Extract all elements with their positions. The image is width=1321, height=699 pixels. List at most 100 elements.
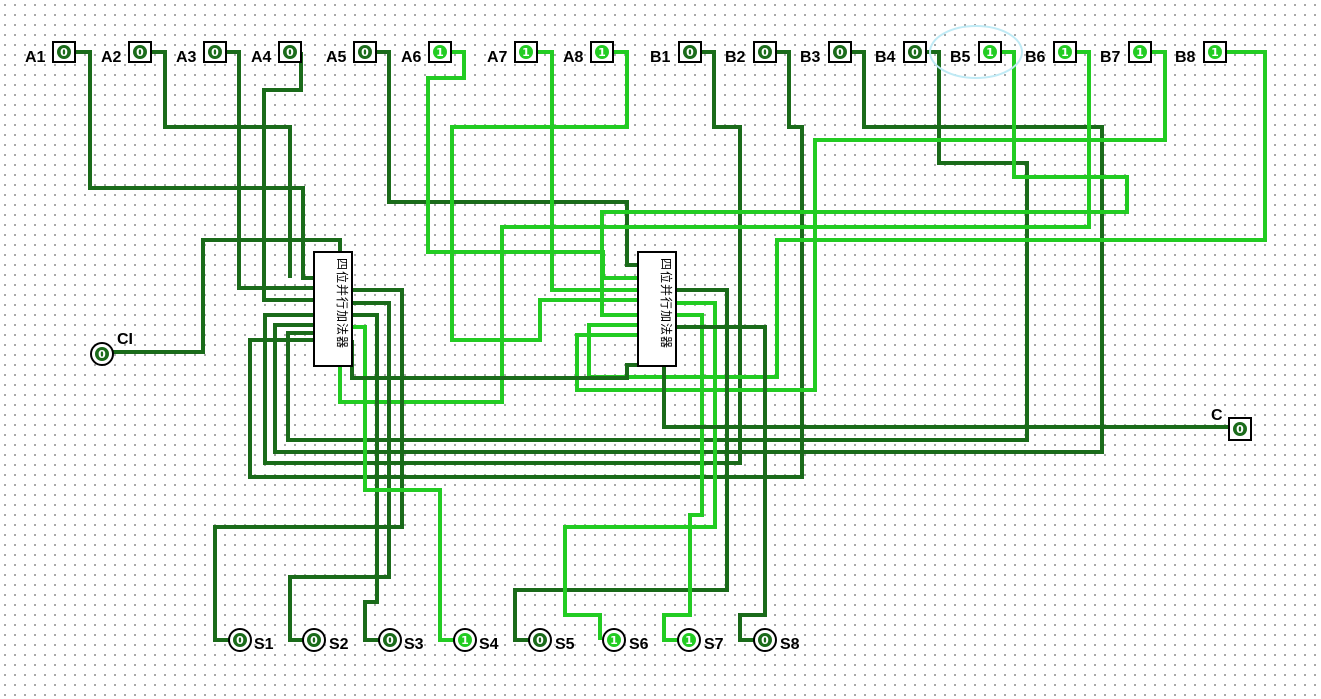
pin-value-a8: 1 (598, 46, 606, 59)
wire[interactable] (288, 301, 391, 642)
wire[interactable] (662, 313, 704, 642)
wire[interactable] (350, 340, 666, 380)
input-pin-a2[interactable]: A2 0 (101, 41, 152, 66)
output-s3: 0 S3 (378, 628, 424, 653)
wire[interactable] (352, 313, 379, 642)
pin-value-a2: 0 (136, 46, 144, 59)
pin-label-b5: B5 (950, 49, 971, 66)
output-label-s5: S5 (555, 636, 575, 653)
input-pin-b3[interactable]: B3 0 (800, 41, 852, 66)
output-s1: 0 S1 (228, 628, 274, 653)
adder-chip-2[interactable]: 四位并行加法器 (637, 251, 677, 367)
input-pin-a1[interactable]: A1 0 (25, 41, 76, 66)
wire[interactable] (286, 50, 1029, 442)
wire[interactable] (587, 50, 1267, 379)
output-value-s4: 1 (461, 634, 469, 647)
adder-1-label: 四位并行加法器 (335, 258, 350, 349)
output-label-s3: S3 (404, 636, 424, 653)
wire[interactable] (450, 50, 640, 342)
output-s7: 1 S7 (677, 628, 724, 653)
wire[interactable] (537, 50, 640, 292)
output-label-s4: S4 (479, 636, 499, 653)
input-pin-b8[interactable]: B8 1 (1175, 41, 1227, 66)
selection-highlight (929, 25, 1023, 79)
carry-out-label: C (1211, 407, 1223, 424)
input-pin-a5[interactable]: A5 0 (326, 41, 377, 66)
wire[interactable] (273, 50, 1104, 454)
output-s4: 1 S4 (453, 628, 499, 653)
pin-value-a7: 1 (522, 46, 530, 59)
input-pin-a8[interactable]: A8 1 (563, 41, 614, 66)
pin-label-a4: A4 (251, 49, 272, 66)
wire[interactable] (513, 288, 729, 642)
input-pin-b7[interactable]: B7 1 (1100, 41, 1152, 66)
pin-value-b4: 0 (911, 46, 919, 59)
input-pin-b6[interactable]: B6 1 (1025, 41, 1077, 66)
pin-label-a8: A8 (563, 49, 584, 66)
adder-chip-1[interactable]: 四位并行加法器 (313, 251, 353, 367)
wire[interactable] (376, 50, 640, 267)
pin-value-b1: 0 (686, 46, 694, 59)
wire[interactable] (600, 50, 1129, 317)
input-pin-a3[interactable]: A3 0 (176, 41, 227, 66)
pin-label-a2: A2 (101, 49, 122, 66)
pin-label-b2: B2 (725, 49, 746, 66)
output-value-s3: 0 (386, 634, 394, 647)
pin-value-b5: 1 (986, 46, 994, 59)
wire[interactable] (75, 50, 316, 280)
input-pin-a7[interactable]: A7 1 (487, 41, 538, 66)
pin-value-a5: 0 (361, 46, 369, 59)
wire[interactable] (262, 52, 316, 302)
input-pin-b5[interactable]: B5 1 (950, 41, 1002, 66)
output-value-s1: 0 (236, 634, 244, 647)
input-pin-a6[interactable]: A6 1 (401, 41, 452, 66)
wire[interactable] (676, 325, 767, 642)
output-label-s6: S6 (629, 636, 649, 653)
input-pin-b1[interactable]: B1 0 (650, 41, 702, 66)
pin-value-b3: 0 (836, 46, 844, 59)
pin-value-b6: 1 (1061, 46, 1069, 59)
adder-2-label: 四位并行加法器 (659, 258, 674, 349)
wire[interactable] (151, 50, 292, 278)
wire[interactable] (563, 301, 717, 640)
pin-label-a3: A3 (176, 49, 197, 66)
input-pin-a4[interactable]: A4 0 (251, 41, 302, 66)
pin-label-b3: B3 (800, 49, 821, 66)
carry-out-value: 0 (1236, 423, 1244, 436)
carry-in-label: CI (117, 331, 133, 348)
wire[interactable] (575, 50, 1167, 392)
pin-value-a4: 0 (286, 46, 294, 59)
pin-label-b1: B1 (650, 49, 671, 66)
pin-label-a5: A5 (326, 49, 347, 66)
wire[interactable] (213, 288, 404, 642)
output-value-s8: 0 (761, 634, 769, 647)
wire[interactable] (226, 50, 316, 290)
input-pin-b4[interactable]: B4 0 (875, 41, 927, 66)
output-value-s5: 0 (536, 634, 544, 647)
input-pin-b2[interactable]: B2 0 (725, 41, 777, 66)
pin-value-b2: 0 (761, 46, 769, 59)
pin-label-a6: A6 (401, 49, 422, 66)
wire[interactable] (113, 238, 342, 354)
pin-value-a3: 0 (211, 46, 219, 59)
wire[interactable] (662, 366, 1229, 429)
pin-label-a1: A1 (25, 49, 46, 66)
output-label-s7: S7 (704, 636, 724, 653)
pin-value-b8: 1 (1211, 46, 1219, 59)
wire[interactable] (248, 50, 804, 479)
wires (75, 50, 1267, 642)
output-s5: 0 S5 (528, 628, 575, 653)
output-s2: 0 S2 (302, 628, 349, 653)
carry-in-value: 0 (98, 348, 106, 361)
output-value-s2: 0 (310, 634, 318, 647)
wire[interactable] (426, 50, 640, 280)
output-label-s2: S2 (329, 636, 349, 653)
wire[interactable] (338, 50, 1091, 404)
carry-in-pin[interactable]: 0 CI (90, 331, 133, 366)
wire[interactable] (352, 325, 454, 642)
pin-label-a7: A7 (487, 49, 508, 66)
output-label-s1: S1 (254, 636, 274, 653)
pin-label-b7: B7 (1100, 49, 1121, 66)
